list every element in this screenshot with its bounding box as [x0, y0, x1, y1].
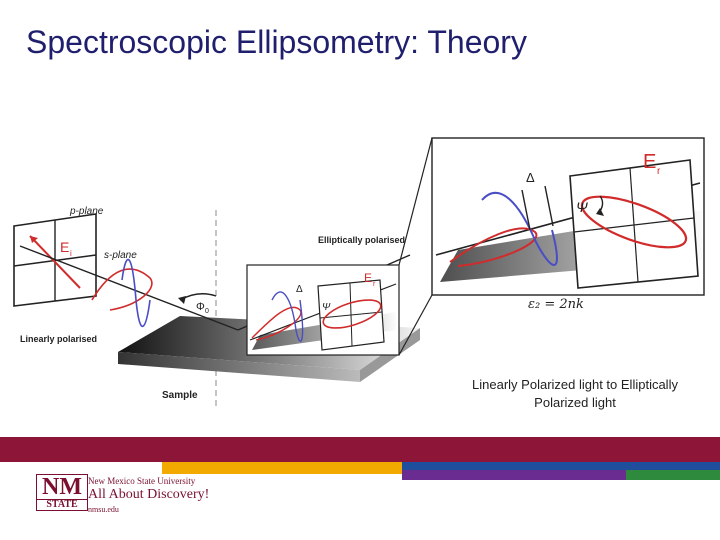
inset-e-r-label: E: [364, 271, 372, 285]
phi-label: Φ: [196, 301, 205, 313]
phi-subscript: 0: [205, 308, 209, 315]
stripe-blue: [402, 462, 720, 470]
zoom-delta-label: Δ: [526, 170, 535, 185]
zoom-line-bottom: [398, 294, 433, 356]
inset-psi-label: Ψ: [322, 302, 331, 313]
stripe-gold: [162, 462, 402, 474]
zoom-e-r-subscript: r: [657, 166, 661, 177]
university-tagline: All About Discovery!: [88, 487, 210, 502]
caption-line-2: Polarized light: [534, 395, 616, 410]
logo-text: New Mexico State University All About Di…: [88, 476, 209, 514]
footer-color-stripe: [0, 462, 720, 480]
incident-beam: [19, 245, 239, 331]
p-plane-label: p-plane: [69, 206, 104, 217]
nm-state-mark: NM STATE: [36, 474, 88, 511]
zoom-psi-label: Ψ: [576, 199, 588, 215]
caption-line-1: Linearly Polarized light to Elliptically: [472, 377, 678, 392]
figure-caption: Linearly Polarized light to Elliptically…: [460, 376, 690, 412]
stripe-purple: [402, 470, 626, 480]
zoom-box: [431, 137, 705, 296]
inset-e-r-subscript: r: [373, 281, 376, 288]
logo-mark-top: NM: [42, 474, 82, 500]
incidence-plane: [13, 213, 97, 307]
inset-delta-label: Δ: [296, 284, 303, 295]
ellipsometry-diagram: p-plane s-plane E i Linearly polarised E…: [13, 137, 705, 410]
zoom-line-top: [398, 137, 433, 266]
nmsu-logo[interactable]: NM STATE: [36, 474, 88, 511]
slide-title: Spectroscopic Ellipsometry: Theory: [26, 24, 527, 60]
university-url: nmsu.edu: [88, 505, 119, 514]
epsilon-equation: ε₂ = 2nk: [528, 297, 584, 312]
linearly-polarised-label: Linearly polarised: [20, 334, 97, 344]
zoom-e-r-label: E: [643, 151, 656, 173]
logo-mark-bottom: STATE: [37, 499, 87, 510]
elliptically-polarised-label: Elliptically polarised: [318, 235, 405, 245]
university-name: New Mexico State University: [88, 476, 196, 486]
incident-wave-red: [91, 268, 153, 311]
incident-wave-blue: [121, 258, 151, 328]
stripe-green: [626, 470, 720, 480]
inset-box: [246, 264, 400, 356]
e-i-label: E: [60, 239, 69, 255]
sample-label: Sample: [162, 390, 198, 401]
s-plane-label: s-plane: [104, 250, 137, 261]
footer-maroon-band: [0, 437, 720, 462]
e-i-subscript: i: [70, 249, 72, 258]
